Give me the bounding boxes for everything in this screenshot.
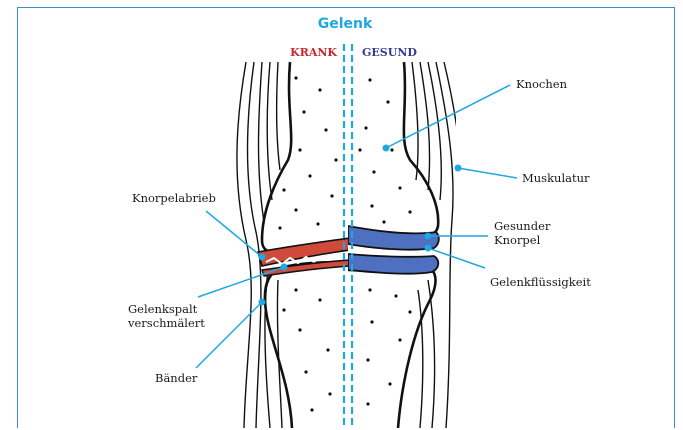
label-gelenkfluessigkeit: Gelenkflüssigkeit xyxy=(490,275,591,289)
damaged-cartilage xyxy=(258,238,350,276)
leader-lines xyxy=(196,85,517,368)
label-krank: KRANK xyxy=(290,46,337,59)
label-gesunder-knorpel-line1: Gesunder xyxy=(494,219,551,233)
label-muskulatur: Muskulatur xyxy=(522,171,590,185)
label-gesund: GESUND xyxy=(362,46,417,59)
lower-bone xyxy=(265,262,436,428)
upper-bone xyxy=(262,62,438,253)
diagram-title: Gelenk xyxy=(318,16,373,32)
ligaments-left xyxy=(237,62,282,428)
leader-dots xyxy=(259,145,462,306)
label-knorpelabrieb: Knorpelabrieb xyxy=(132,191,216,205)
label-baender: Bänder xyxy=(155,371,198,385)
label-gelenkspalt-line2: verschmälert xyxy=(127,316,205,330)
label-gesunder-knorpel-line2: Knorpel xyxy=(494,233,541,247)
label-gelenkspalt-line1: Gelenkspalt xyxy=(128,302,198,316)
label-knochen: Knochen xyxy=(516,77,568,91)
